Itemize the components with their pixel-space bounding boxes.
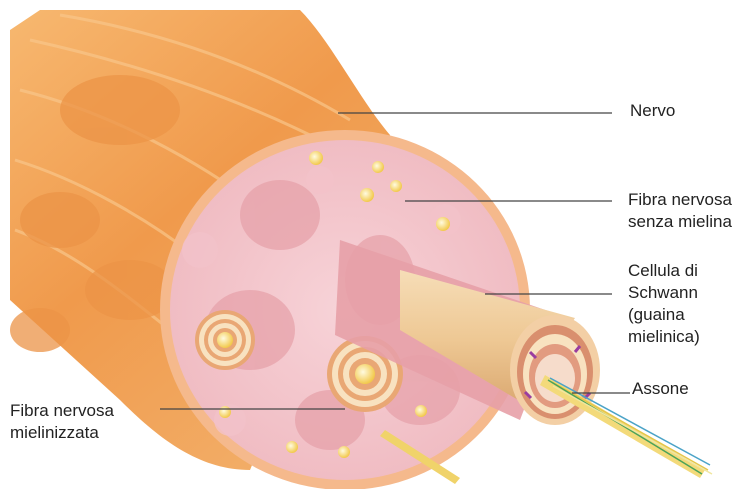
myelinated-fiber-left [195,310,255,370]
label-assone: Assone [632,378,689,400]
label-fibra-senza-mielina: Fibra nervosa senza mielina [628,189,732,233]
label-nervo: Nervo [630,100,675,122]
label-fibra-mielinizzata: Fibra nervosa mielinizzata [10,400,114,444]
label-cellula-schwann: Cellula di Schwann (guaina mielinica) [628,260,700,348]
